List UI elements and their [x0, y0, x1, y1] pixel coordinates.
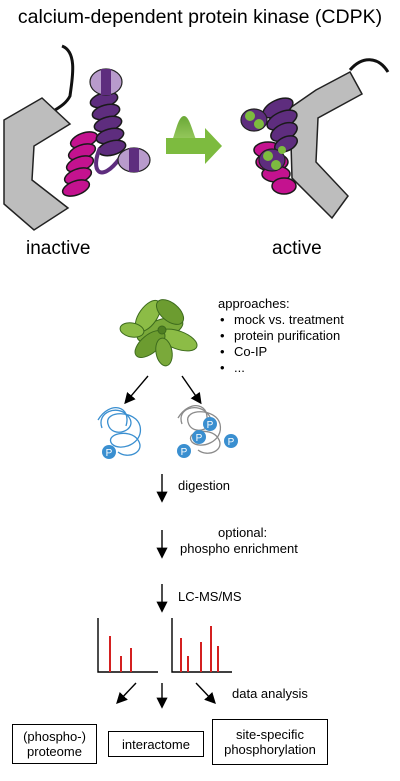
- output-interactome-label: interactome: [122, 736, 190, 752]
- svg-text:P: P: [228, 437, 235, 448]
- active-label: active: [272, 238, 322, 259]
- inactive-tail: [51, 44, 75, 114]
- lcms-label: LC-MS/MS: [178, 589, 242, 604]
- output-proteome-line2: proteome: [27, 744, 82, 759]
- calcium-activation-arrow: [166, 116, 222, 164]
- peptide-blue: [97, 407, 141, 456]
- output-site-line1: site-specific: [236, 727, 304, 742]
- arrow-to-peptide-right: [181, 375, 202, 405]
- approach-item: Co-IP: [218, 344, 344, 360]
- phospho-badge: P: [203, 417, 217, 431]
- phospho-badge: P: [192, 430, 206, 444]
- active-kinase-domain: [289, 70, 364, 220]
- approach-item: protein purification: [218, 328, 344, 344]
- arrow-to-site-specific: [195, 682, 216, 705]
- svg-text:P: P: [106, 448, 113, 459]
- approaches-list: approaches: mock vs. treatment protein p…: [218, 296, 344, 376]
- svg-text:P: P: [181, 447, 188, 458]
- plant-rosette-icon: [119, 299, 198, 367]
- phospho-badge: P: [177, 444, 191, 458]
- approaches-heading: approaches:: [218, 296, 290, 311]
- inactive-ef-hand-top: [89, 68, 123, 96]
- spectrum-right: [171, 618, 232, 673]
- inactive-label: inactive: [26, 238, 91, 259]
- inactive-kinase: [3, 44, 151, 231]
- approach-item: mock vs. treatment: [218, 312, 344, 328]
- phospho-badge: P: [102, 445, 116, 459]
- digestion-label: digestion: [178, 478, 231, 493]
- inactive-helix-magenta: [61, 131, 99, 197]
- inactive-kinase-domain: [3, 97, 72, 231]
- inactive-helix-purple: [89, 91, 127, 157]
- enrichment-label-optional: optional:: [218, 525, 268, 540]
- active-tail: [348, 58, 390, 73]
- output-proteome-line1: (phospho-): [23, 729, 86, 744]
- svg-text:P: P: [196, 433, 203, 444]
- arrow-to-peptide-left: [124, 375, 149, 405]
- inactive-ef-hand-bottom: [117, 147, 151, 173]
- approach-item: ...: [218, 360, 344, 376]
- enrichment-label: phospho enrichment: [180, 541, 298, 556]
- data-analysis-label: data analysis: [232, 686, 308, 701]
- active-ef-hand-top: [240, 108, 268, 132]
- output-site-line2: phosphorylation: [224, 742, 316, 757]
- active-kinase: [240, 58, 390, 220]
- arrow-to-proteome: [116, 682, 137, 705]
- output-proteome-box: (phospho-) proteome: [12, 724, 97, 764]
- page-title: calcium-dependent protein kinase (CDPK): [17, 6, 383, 28]
- phospho-badge: P: [224, 434, 238, 448]
- svg-text:P: P: [207, 420, 214, 431]
- active-ef-hand-bottom: [258, 146, 286, 172]
- output-site-box: site-specific phosphorylation: [212, 719, 328, 765]
- spectrum-left: [97, 618, 158, 673]
- output-interactome-box: interactome: [108, 731, 204, 757]
